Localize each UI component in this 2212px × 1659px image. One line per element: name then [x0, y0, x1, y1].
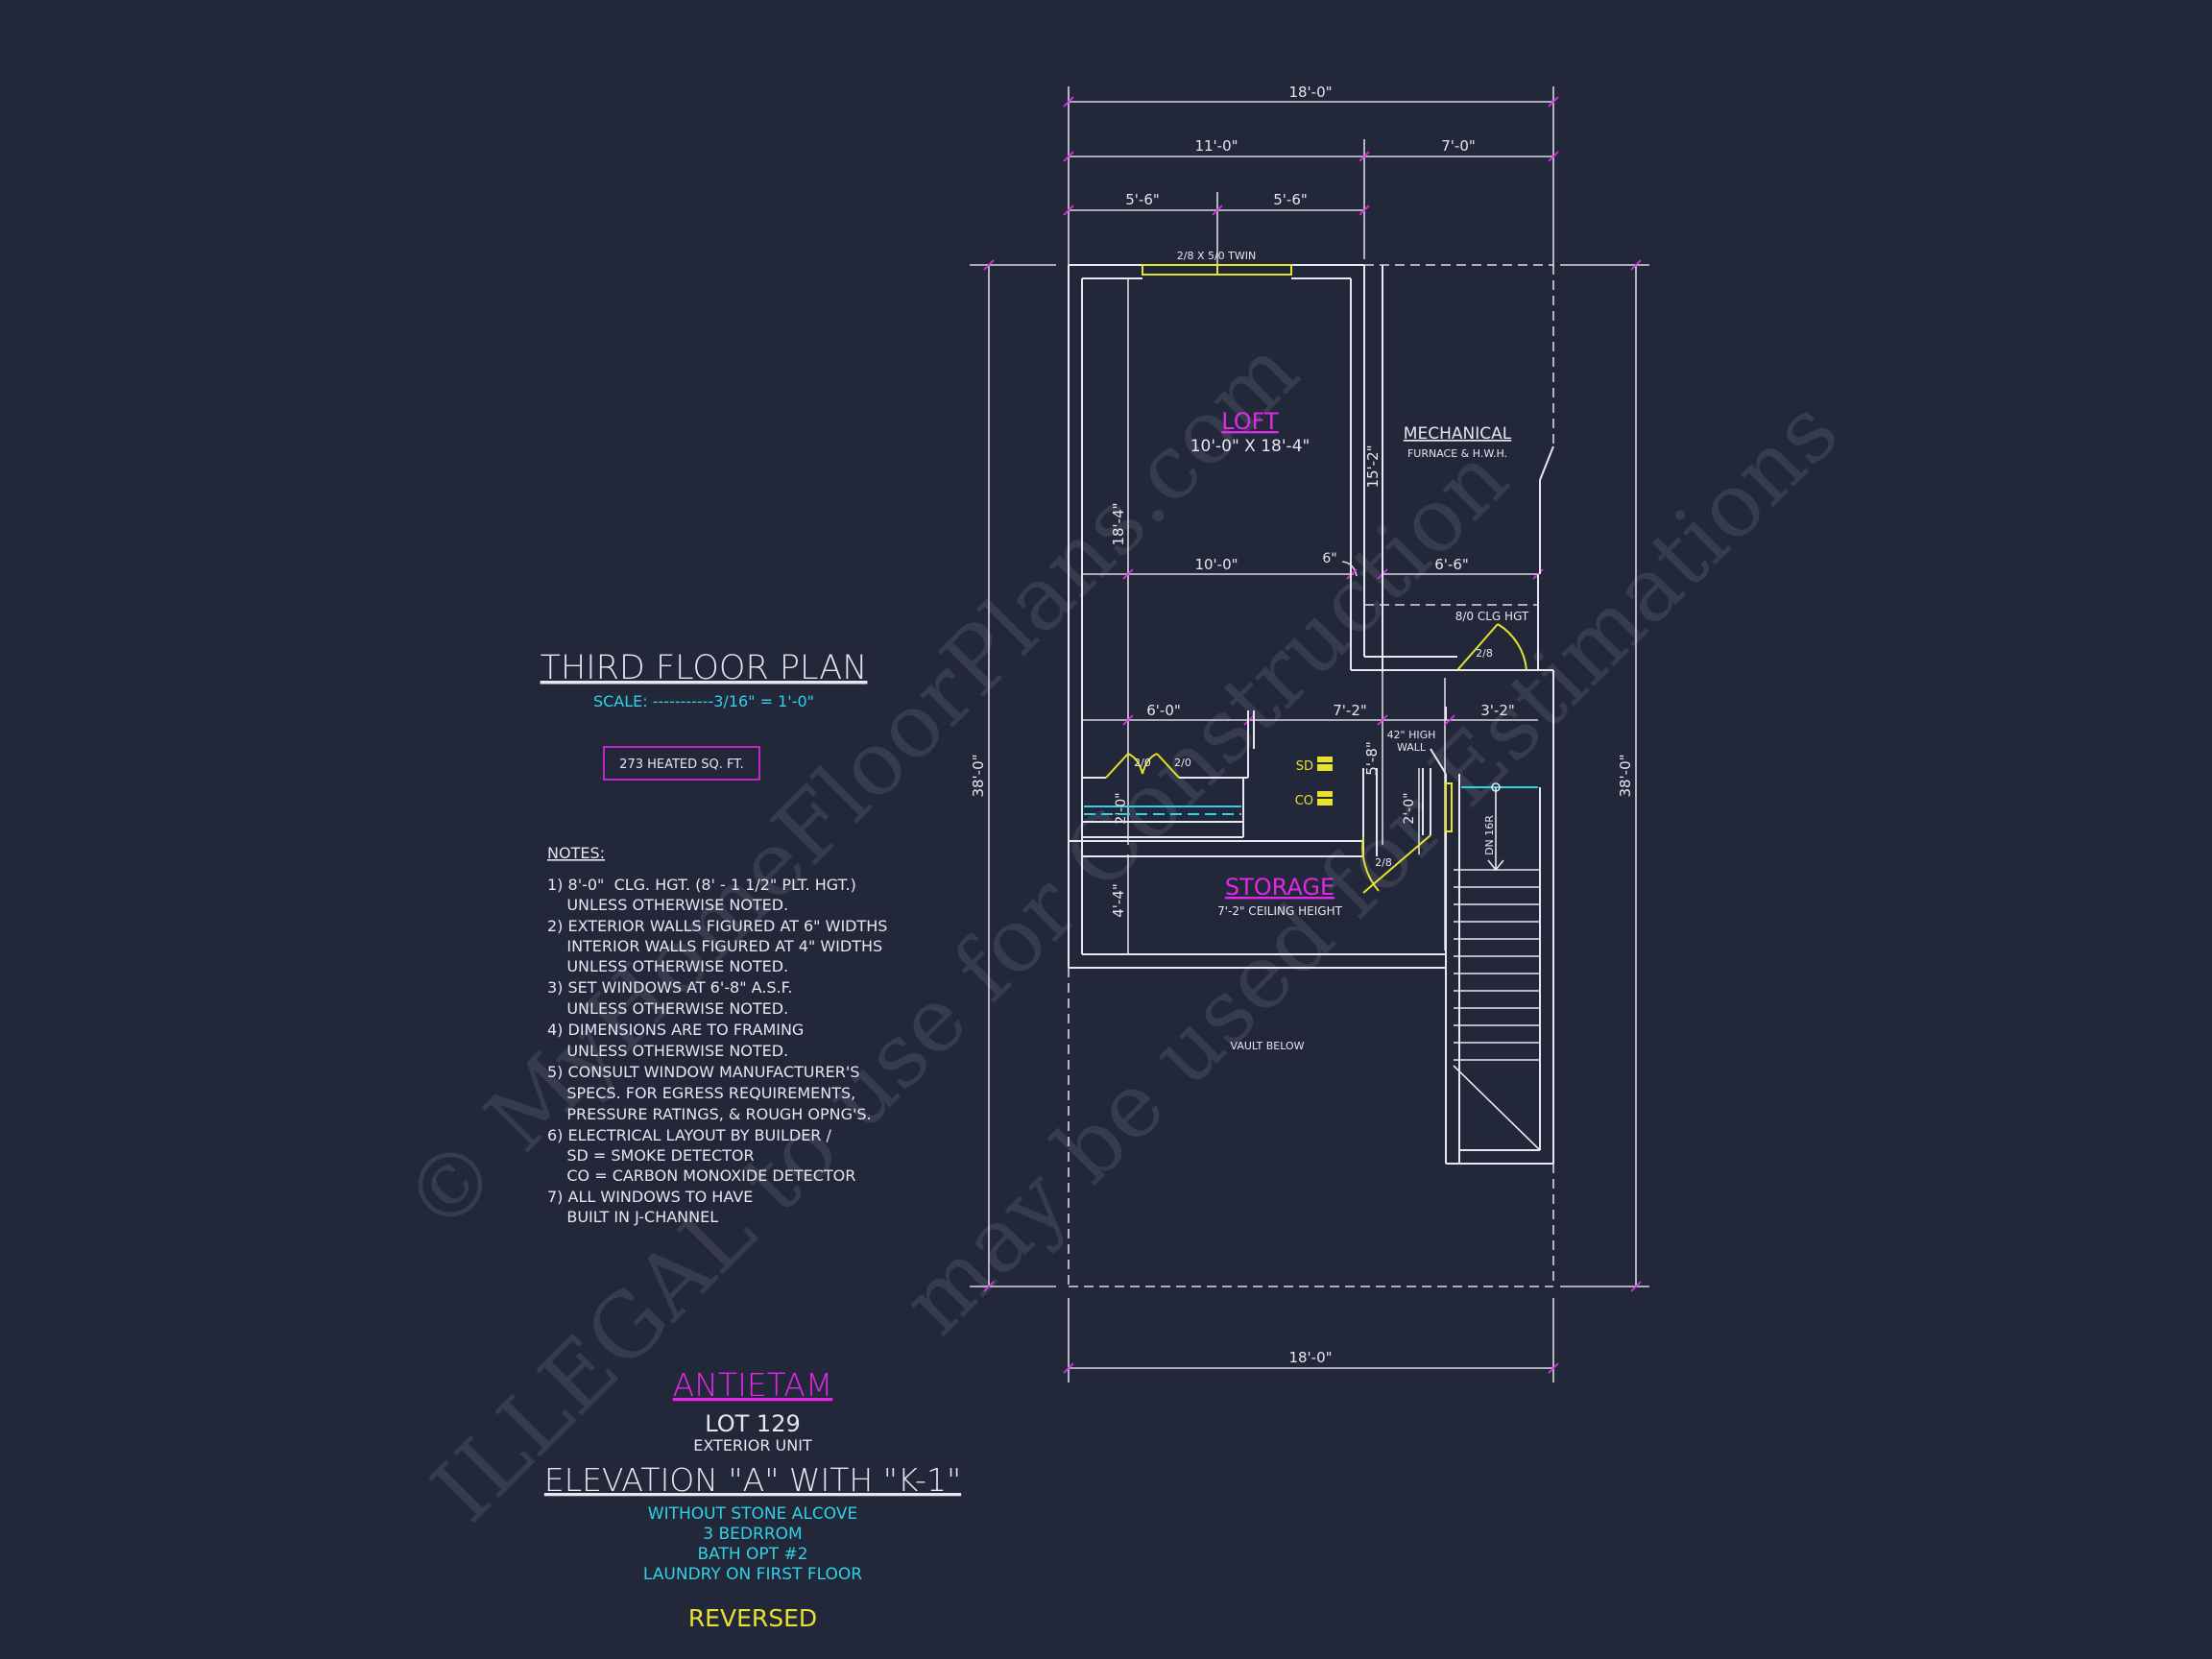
- dim-bottom-overall: 18'-0": [1288, 1349, 1332, 1366]
- option-line: 3 BEDRROM: [703, 1525, 802, 1544]
- doors: [1105, 623, 1527, 894]
- plan-title: THIRD FLOOR PLAN: [541, 649, 868, 687]
- note-line: INTERIOR WALLS FIGURED AT 4" WIDTHS: [547, 937, 882, 955]
- note-line: 1) 8'-0" CLG. HGT. (8' - 1 1/2" PLT. HGT…: [547, 876, 856, 894]
- dashed-outline: [1068, 264, 1554, 1287]
- storage-label: STORAGE: [1225, 874, 1334, 901]
- sd-label: SD: [1296, 759, 1313, 774]
- loft-size: 10'-0" X 18'-4": [1190, 437, 1310, 456]
- door-closet-left-label: 2/0: [1134, 757, 1151, 769]
- dimension-text: 18'-0" 11'-0" 7'-0" 5'-6" 5'-6" 18'-0" 3…: [970, 84, 1634, 1366]
- clg-note: 8/0 CLG HGT: [1455, 610, 1529, 623]
- dim-stair-width: 3'-2": [1480, 702, 1515, 719]
- high-wall-line-1: 42" HIGH: [1387, 729, 1436, 741]
- stair-dn-label: DN 16R: [1483, 815, 1496, 855]
- storage-sub: 7'-2" CEILING HEIGHT: [1217, 904, 1343, 918]
- notes: NOTES: 1) 8'-0" CLG. HGT. (8' - 1 1/2" P…: [547, 844, 887, 1226]
- mechanical-label: MECHANICAL: [1404, 424, 1512, 444]
- notes-heading: NOTES:: [547, 844, 605, 862]
- high-wall-line-2: WALL: [1397, 741, 1427, 754]
- window-label: 2/8 X 5/0 TWIN: [1177, 250, 1257, 262]
- note-line: 5) CONSULT WINDOW MANUFACTURER'S: [547, 1063, 859, 1081]
- option-line: LAUNDRY ON FIRST FLOOR: [643, 1565, 862, 1584]
- area-box: [603, 746, 760, 781]
- dim-top-left: 11'-0": [1194, 137, 1238, 155]
- stairs: [1453, 782, 1541, 1151]
- dim-six-inch: 6": [1322, 551, 1336, 566]
- title-block: ANTIETAM LOT 129 EXTERIOR UNIT ELEVATION…: [544, 1366, 961, 1632]
- dim-left-overall: 38'-0": [970, 754, 987, 797]
- unit-type: EXTERIOR UNIT: [693, 1436, 812, 1455]
- door-mech-label: 2/8: [1476, 647, 1493, 660]
- plan-scale: SCALE: -----------3/16" = 1'-0": [593, 692, 814, 710]
- window: [1142, 264, 1292, 276]
- lot-number: LOT 129: [705, 1410, 801, 1437]
- note-line: UNLESS OTHERWISE NOTED.: [547, 1042, 788, 1060]
- detectors: [1317, 757, 1333, 805]
- note-line: BUILT IN J-CHANNEL: [547, 1208, 718, 1226]
- dim-closet-depth: 2'-0": [1114, 792, 1129, 824]
- dim-mech-width: 6'-6": [1434, 556, 1469, 573]
- option-line: WITHOUT STONE ALCOVE: [648, 1504, 857, 1524]
- dim-loft-height: 18'-4": [1110, 502, 1127, 545]
- dim-top-sub-1: 5'-6": [1125, 191, 1160, 208]
- project-name: ANTIETAM: [673, 1366, 833, 1404]
- dimension-lines: [970, 86, 1649, 1382]
- dim-top-overall: 18'-0": [1288, 84, 1332, 101]
- note-line: CO = CARBON MONOXIDE DETECTOR: [547, 1166, 855, 1185]
- dim-top-sub-2: 5'-6": [1273, 191, 1308, 208]
- co-label: CO: [1295, 794, 1313, 808]
- dim-right-overall: 38'-0": [1617, 754, 1634, 797]
- walls: [1068, 264, 1554, 1165]
- dim-hall-height: 5'-8": [1363, 741, 1381, 776]
- vault-label: VAULT BELOW: [1231, 1040, 1305, 1052]
- note-line: UNLESS OTHERWISE NOTED.: [547, 896, 788, 914]
- door-closet-right-label: 2/0: [1174, 757, 1191, 769]
- mechanical-sub: FURNACE & H.W.H.: [1407, 447, 1507, 460]
- dim-top-right: 7'-0": [1441, 137, 1476, 155]
- note-line: UNLESS OTHERWISE NOTED.: [547, 957, 788, 975]
- note-line: 6) ELECTRICAL LAYOUT BY BUILDER /: [547, 1126, 832, 1144]
- elevation-title: ELEVATION "A" WITH "K-1": [544, 1461, 961, 1499]
- door-labels: 2/8 2/0 2/0 2/8: [1134, 647, 1493, 869]
- room-labels: LOFT 10'-0" X 18'-4" MECHANICAL FURNACE …: [1177, 250, 1529, 1052]
- dim-loft-width: 10'-0": [1194, 556, 1238, 573]
- plan-title-block: THIRD FLOOR PLAN SCALE: -----------3/16"…: [541, 649, 868, 781]
- dim-landing: 2'-0": [1402, 792, 1417, 824]
- note-line: SPECS. FOR EGRESS REQUIREMENTS,: [547, 1084, 855, 1102]
- dim-storage-height: 4'-4": [1110, 883, 1127, 918]
- plan-area: 273 HEATED SQ. FT.: [619, 757, 744, 772]
- dim-mech-height: 15'-2": [1364, 445, 1382, 488]
- note-line: 4) DIMENSIONS ARE TO FRAMING: [547, 1021, 804, 1039]
- door-storage-label: 2/8: [1375, 856, 1392, 869]
- dim-closet-width: 6'-0": [1146, 702, 1181, 719]
- loft-label: LOFT: [1221, 408, 1279, 435]
- note-line: PRESSURE RATINGS, & ROUGH OPNG'S.: [547, 1105, 872, 1123]
- reversed-label: REVERSED: [688, 1604, 817, 1632]
- note-line: SD = SMOKE DETECTOR: [547, 1146, 755, 1165]
- note-line: 7) ALL WINDOWS TO HAVE: [547, 1188, 753, 1206]
- note-line: 3) SET WINDOWS AT 6'-8" A.S.F.: [547, 978, 792, 997]
- option-line: BATH OPT #2: [697, 1545, 807, 1564]
- note-line: 2) EXTERIOR WALLS FIGURED AT 6" WIDTHS: [547, 917, 887, 935]
- note-line: UNLESS OTHERWISE NOTED.: [547, 999, 788, 1018]
- dim-hall-width: 7'-2": [1333, 702, 1367, 719]
